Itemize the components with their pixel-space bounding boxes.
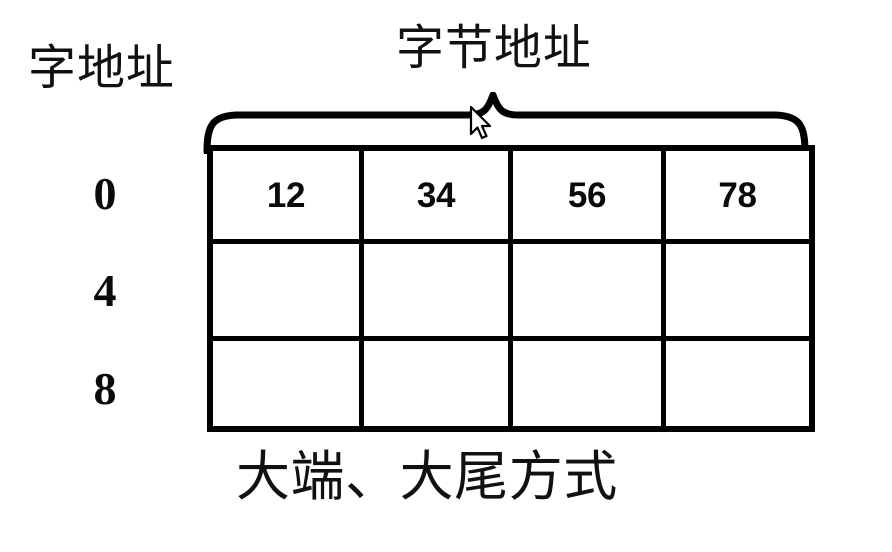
memory-cell-r1c0 bbox=[213, 244, 364, 341]
memory-cell-r0c3: 78 bbox=[666, 151, 809, 244]
word-address-value-8: 8 bbox=[93, 363, 117, 414]
memory-cell-r2c3 bbox=[666, 341, 809, 426]
word-address-label: 字地址 bbox=[28, 40, 175, 96]
memory-cell-r0c2: 56 bbox=[513, 151, 666, 244]
memory-cell-r2c0 bbox=[213, 341, 364, 426]
memory-cell-r2c1 bbox=[364, 341, 513, 426]
memory-grid: 12 34 56 78 bbox=[207, 145, 815, 432]
endianness-caption: 大端、大尾方式 bbox=[236, 445, 618, 508]
mouse-cursor-icon bbox=[469, 106, 492, 140]
byte-address-label: 字节地址 bbox=[396, 20, 592, 76]
memory-cell-r1c1 bbox=[364, 244, 513, 341]
byte-value: 34 bbox=[416, 175, 456, 215]
memory-cell-r1c2 bbox=[513, 244, 666, 341]
word-address-value-0: 0 bbox=[93, 168, 117, 219]
byte-value: 78 bbox=[718, 175, 757, 215]
word-address-value-4: 4 bbox=[93, 265, 117, 316]
byte-value: 12 bbox=[266, 175, 306, 215]
memory-cell-r1c3 bbox=[666, 244, 809, 341]
memory-cell-r0c0: 12 bbox=[213, 151, 364, 244]
byte-value: 56 bbox=[567, 175, 607, 215]
memory-cell-r0c1: 34 bbox=[364, 151, 513, 244]
memory-cell-r2c2 bbox=[513, 341, 666, 426]
